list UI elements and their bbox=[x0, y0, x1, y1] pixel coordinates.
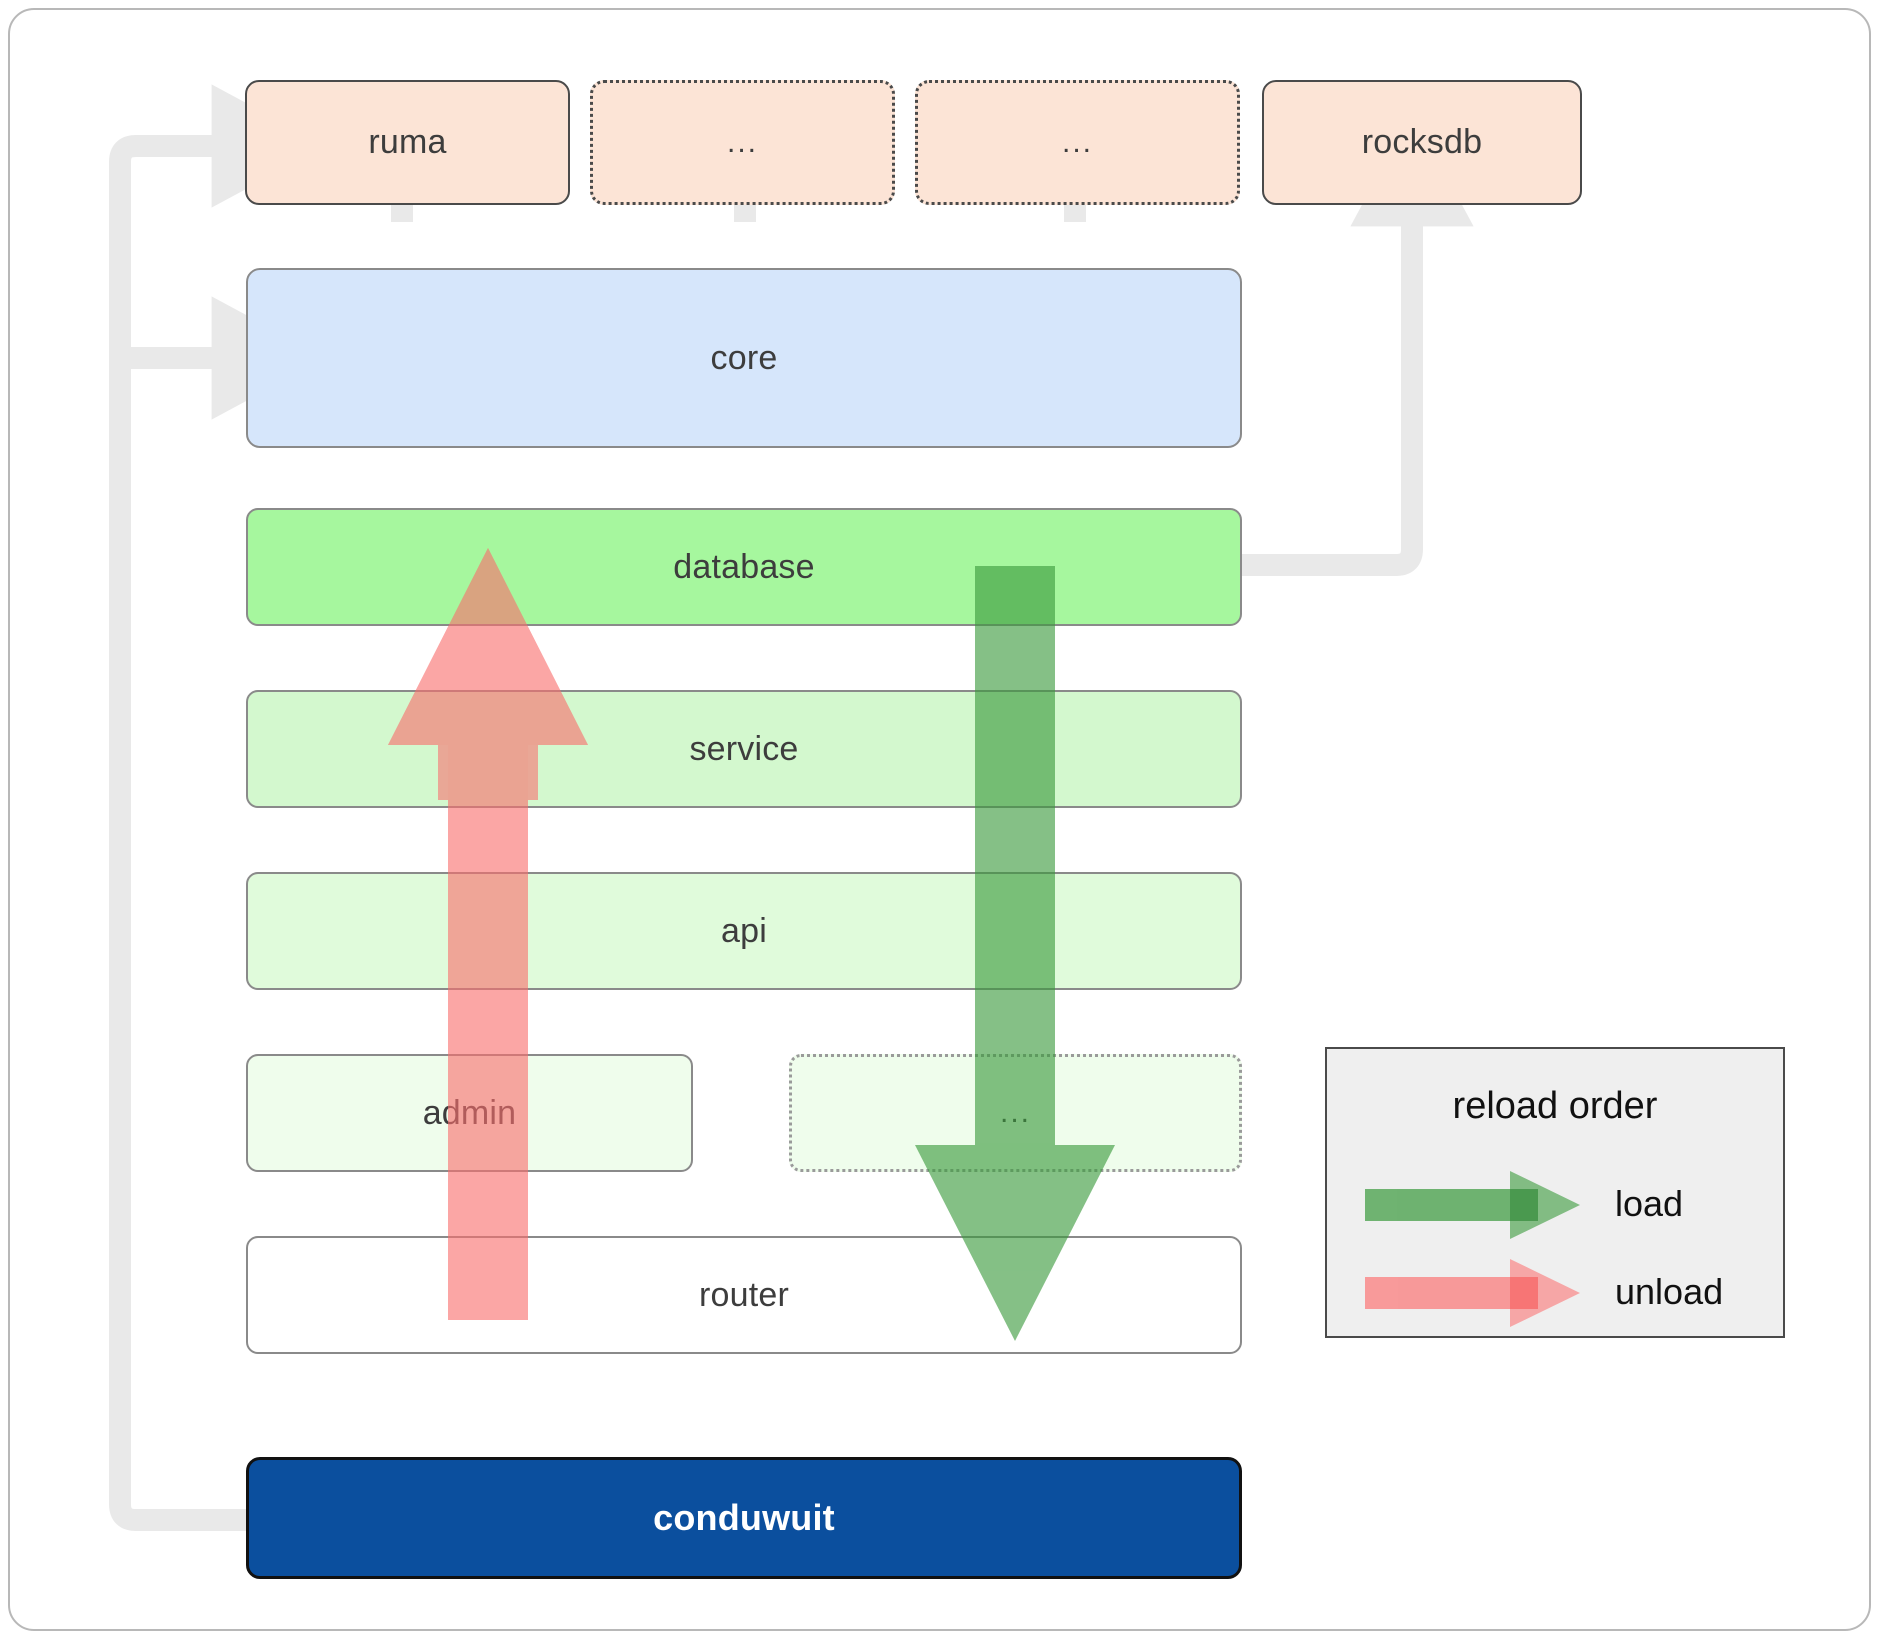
node-api[interactable]: api bbox=[246, 872, 1242, 990]
node-rocksdb-label: rocksdb bbox=[1361, 123, 1483, 161]
node-service-label: service bbox=[689, 729, 799, 768]
node-database-label: database bbox=[673, 547, 815, 586]
node-rocksdb[interactable]: rocksdb bbox=[1262, 80, 1582, 205]
legend-reload-order: reload order load unload bbox=[1325, 1047, 1785, 1338]
node-top-ellipsis-2[interactable]: ... bbox=[915, 80, 1240, 205]
node-router-label: router bbox=[698, 1275, 790, 1314]
node-top-ellipsis-2-label: ... bbox=[1061, 125, 1093, 159]
node-ruma[interactable]: ruma bbox=[245, 80, 570, 205]
node-admin-ellipsis-label: ... bbox=[999, 1096, 1031, 1129]
node-core[interactable]: core bbox=[246, 268, 1242, 448]
node-conduwuit-label: conduwuit bbox=[653, 1497, 835, 1538]
node-router[interactable]: router bbox=[246, 1236, 1242, 1354]
legend-unload-arrow-icon bbox=[1365, 1259, 1580, 1327]
legend-load-arrow-icon bbox=[1365, 1171, 1580, 1239]
node-admin[interactable]: admin bbox=[246, 1054, 693, 1172]
legend-row-unload: unload bbox=[1327, 1247, 1783, 1337]
node-service[interactable]: service bbox=[246, 690, 1242, 808]
node-core-label: core bbox=[710, 338, 778, 377]
legend-load-label: load bbox=[1615, 1183, 1684, 1224]
legend-unload-label: unload bbox=[1615, 1271, 1724, 1312]
node-ruma-label: ruma bbox=[368, 123, 447, 161]
legend-title: reload order bbox=[1452, 1085, 1658, 1127]
node-database[interactable]: database bbox=[246, 508, 1242, 626]
legend-row-load: load bbox=[1327, 1159, 1783, 1249]
node-top-ellipsis-1-label: ... bbox=[726, 125, 758, 159]
node-conduwuit[interactable]: conduwuit bbox=[246, 1457, 1242, 1579]
diagram-frame bbox=[8, 8, 1871, 1631]
node-admin-label: admin bbox=[422, 1093, 517, 1132]
node-api-label: api bbox=[721, 911, 767, 950]
node-admin-ellipsis[interactable]: ... bbox=[789, 1054, 1242, 1172]
node-top-ellipsis-1[interactable]: ... bbox=[590, 80, 895, 205]
